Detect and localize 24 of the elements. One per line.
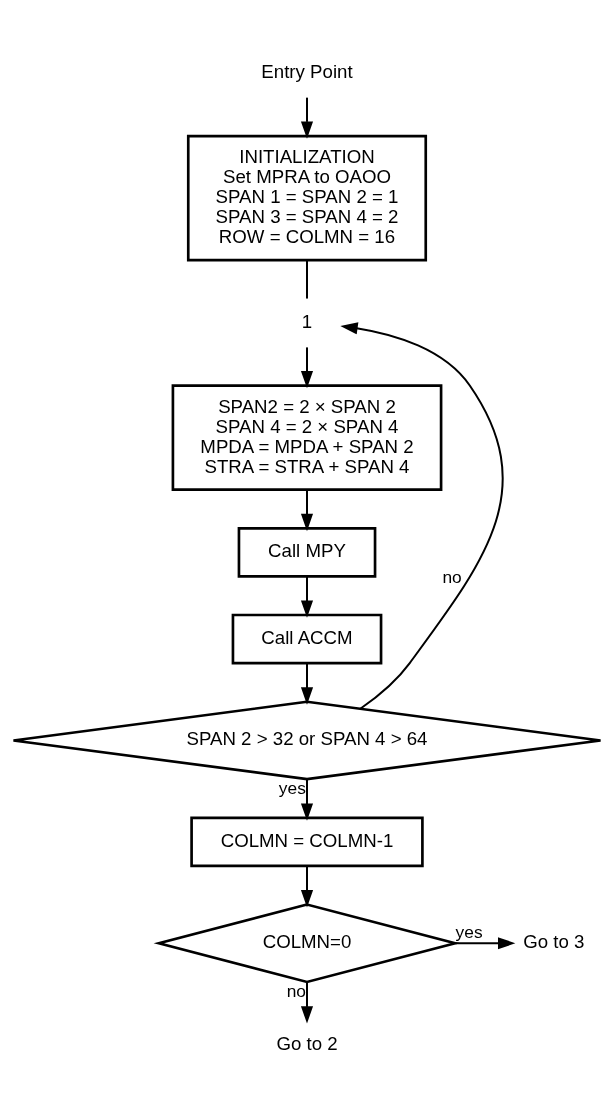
arrow: [300, 980, 314, 1024]
node-text: Entry Point: [261, 60, 353, 82]
arrow: [300, 345, 314, 388]
node-diamond: SPAN 2 > 32 or SPAN 4 > 64: [12, 699, 602, 780]
arrow: [300, 96, 314, 139]
node-text: 1: [301, 310, 313, 332]
node-box: Call MPY: [237, 526, 377, 578]
node-box: INITIALIZATION Set MPRA to OAOO SPAN 1 = SPAN 2 = 1 SPAN 3 = SPAN 4 = 2 ROW = COLMN = 16: [186, 134, 428, 261]
arrow: [300, 661, 314, 705]
node-box: COLMN = COLMN-1: [190, 816, 424, 867]
arrow: [300, 864, 314, 907]
arrow: [300, 488, 314, 531]
arrow: [300, 575, 314, 618]
edge-label: yes: [278, 777, 306, 798]
connector: [306, 258, 308, 300]
edge-label: no: [286, 980, 306, 1001]
node-text: Go to 2: [276, 1032, 338, 1054]
arrow: [300, 778, 314, 821]
arrow: [454, 936, 516, 949]
edge-label: no: [442, 566, 462, 587]
node-text: Go to 3: [523, 930, 585, 952]
node-box: SPAN2 = 2 × SPAN 2 SPAN 4 = 2 × SPAN 4 MPDA = MPDA + SPAN 2 STRA = STRA + SPAN 4: [171, 383, 443, 491]
arrow: [340, 321, 504, 710]
node-box: Call ACCM: [231, 613, 383, 664]
